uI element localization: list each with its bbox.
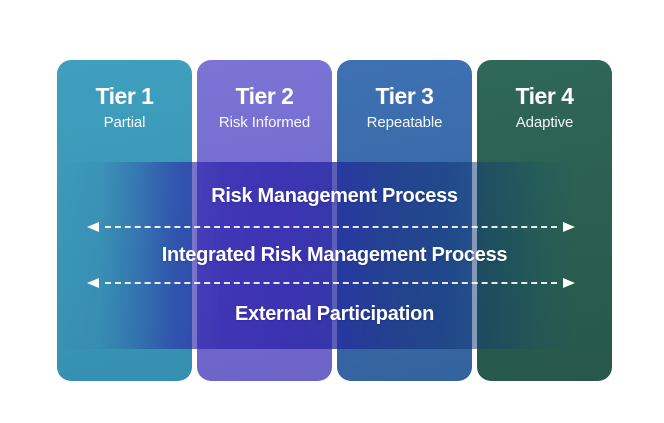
tier-2-label: Tier 2 [235,83,294,109]
right-arrowhead-icon [563,222,575,232]
overlay-band: Risk Management Process Integrated Risk … [57,162,612,349]
tier-3-sublabel: Repeatable [366,114,443,131]
right-arrowhead-icon [563,278,575,288]
bidirectional-arrow-2 [87,276,575,290]
tier-2-sublabel: Risk Informed [218,114,311,131]
tier-1-sublabel: Partial [103,114,146,131]
band-label-integrated-risk-management-process: Integrated Risk Management Process [161,244,508,266]
dashed-line [105,282,557,284]
tier-1-label: Tier 1 [95,83,154,109]
band-label-risk-management-process: Risk Management Process [211,185,458,207]
tier-4-sublabel: Adaptive [515,114,574,131]
left-arrowhead-icon [87,278,99,288]
dashed-line [105,226,557,228]
tier-3-label: Tier 3 [375,83,434,109]
band-label-external-participation: External Participation [234,303,434,325]
left-arrowhead-icon [87,222,99,232]
bidirectional-arrow-1 [87,220,575,234]
tier-4-label: Tier 4 [515,83,574,109]
